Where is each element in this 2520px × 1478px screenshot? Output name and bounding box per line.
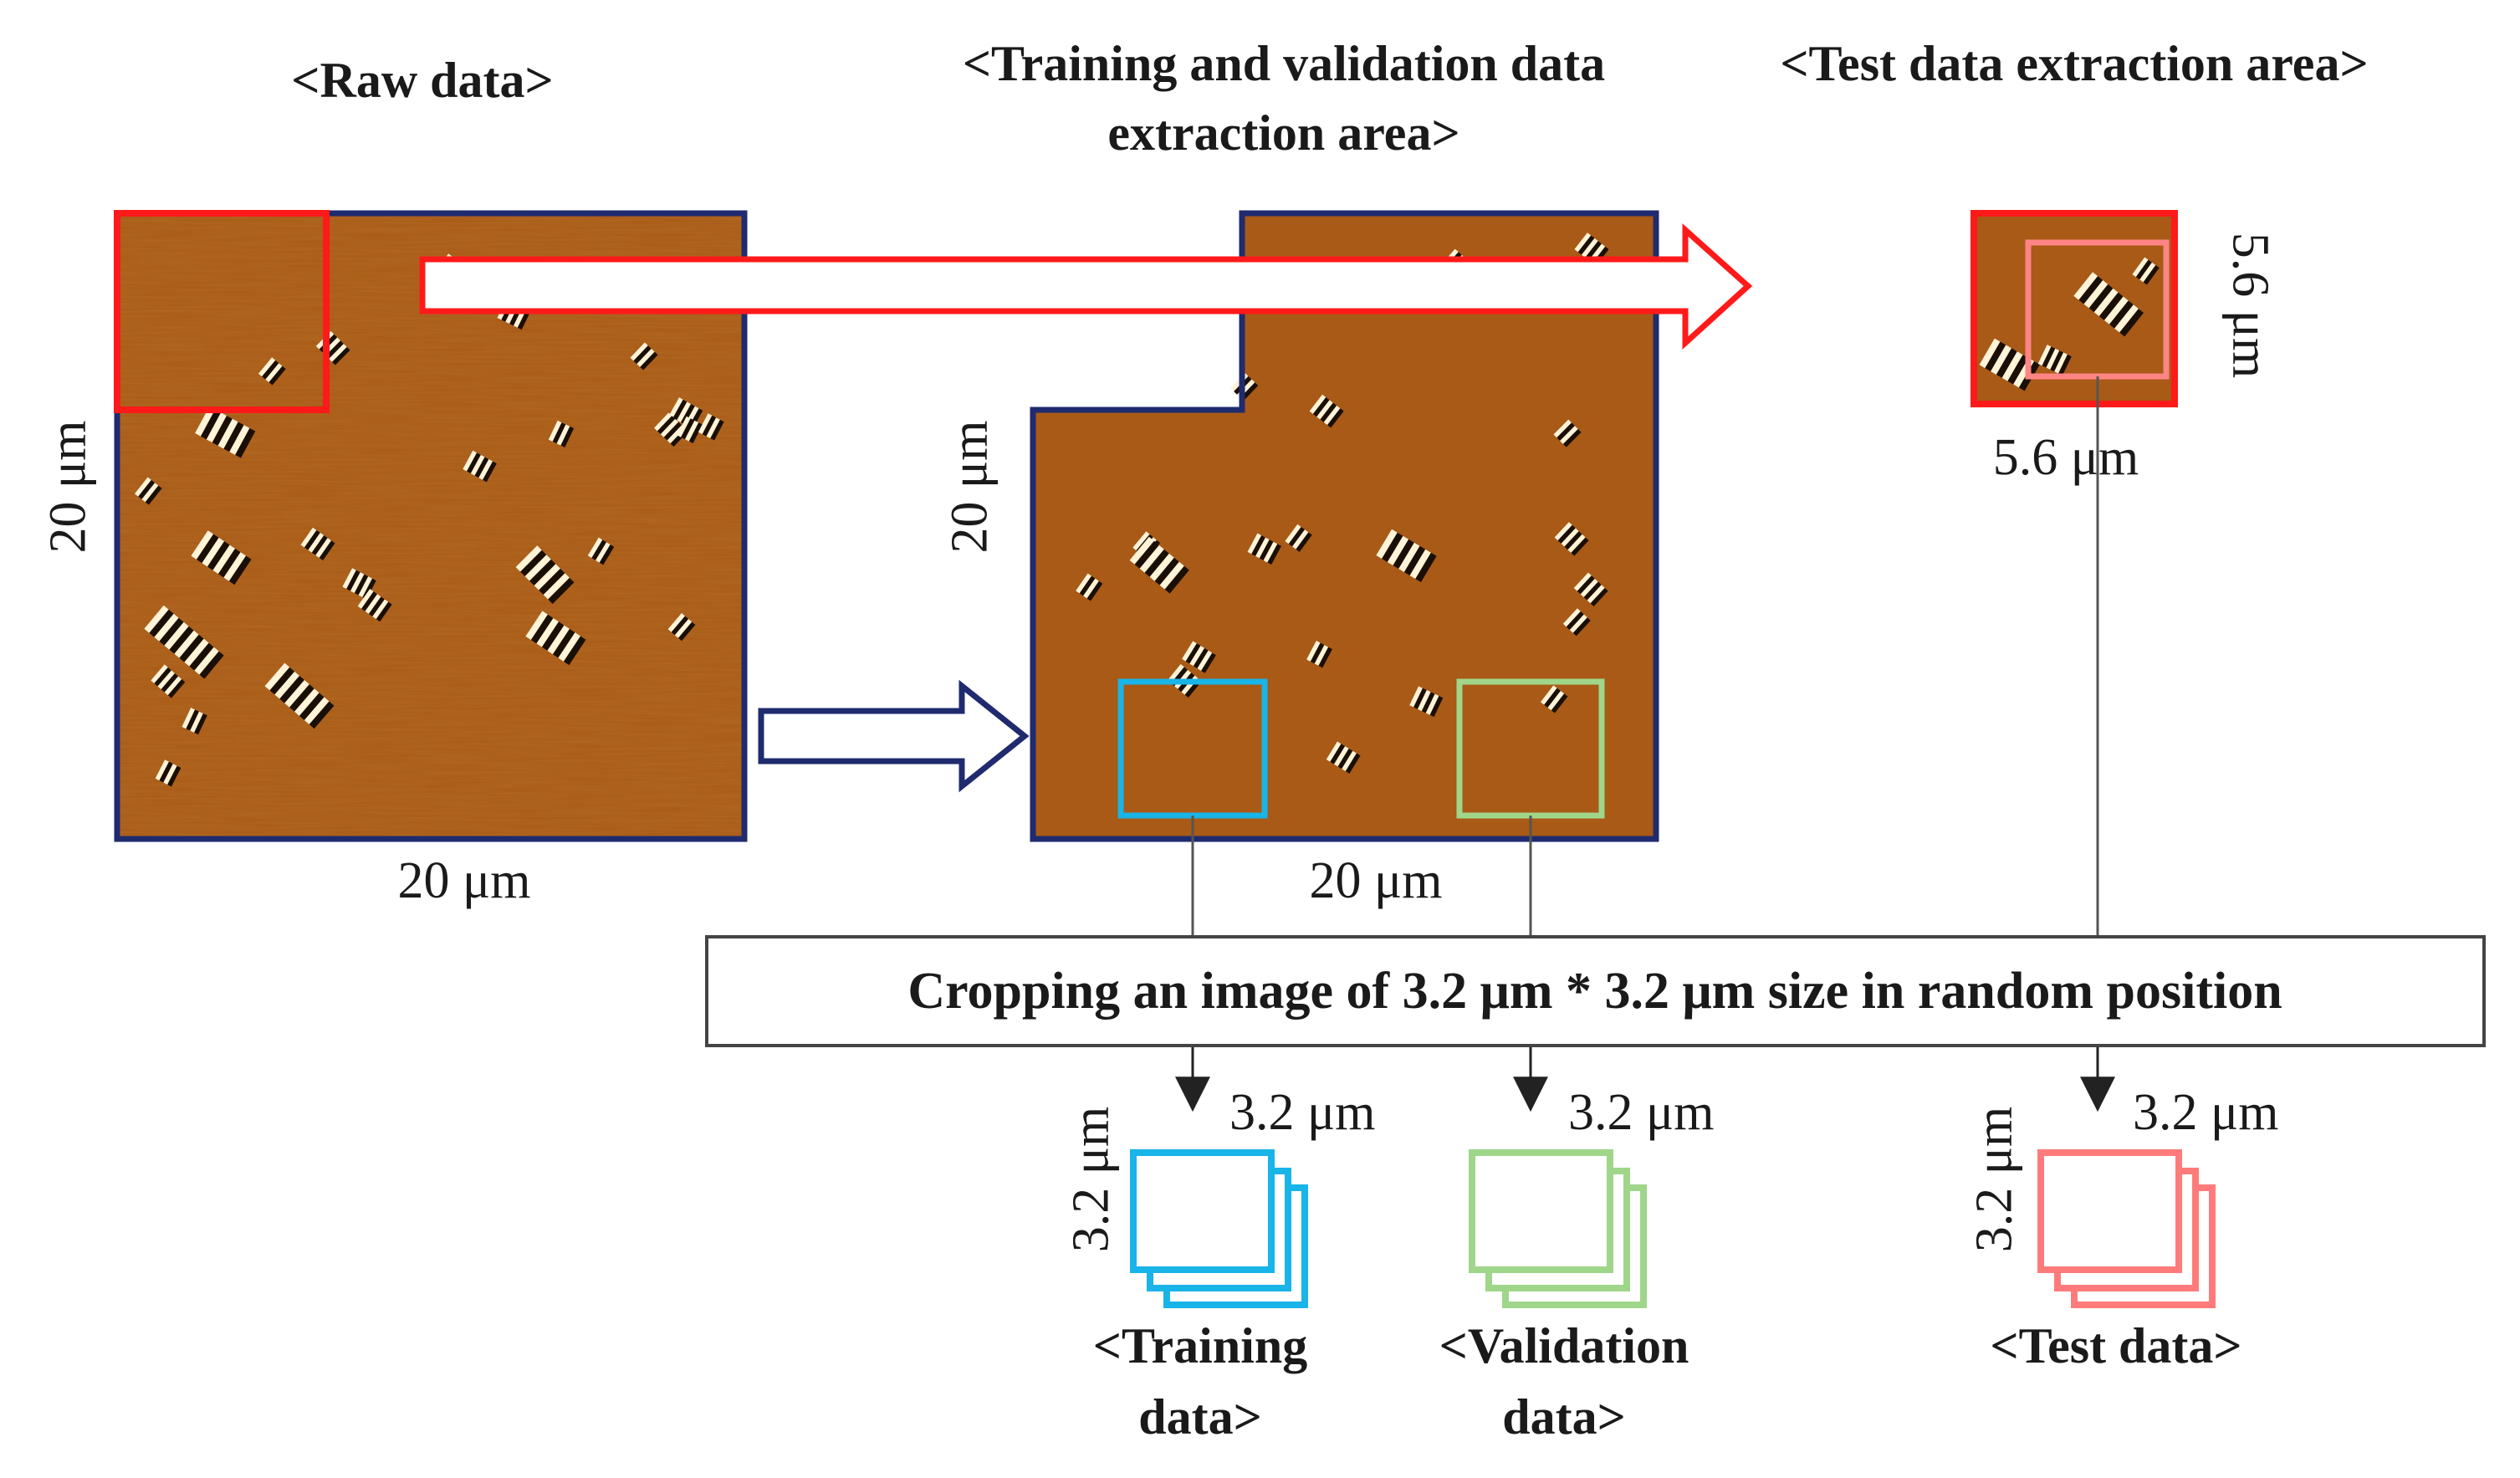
afm-defect xyxy=(654,412,688,447)
trainval-height-label: 20 μm xyxy=(941,420,999,554)
afm-defect xyxy=(1306,641,1332,668)
training-data-stack xyxy=(1130,1149,1308,1308)
afm-defect xyxy=(2037,345,2072,376)
validation-crop-width-label: 3.2 μm xyxy=(1568,1084,1715,1141)
afm-defect xyxy=(357,588,392,622)
afm-defect xyxy=(1409,686,1444,718)
afm-defect xyxy=(630,342,658,371)
afm-defect xyxy=(1129,536,1189,594)
connector-lines xyxy=(1175,376,2115,1112)
raw-to-trainval-arrow xyxy=(758,679,1030,793)
afm-defect xyxy=(181,708,207,735)
afm-defect xyxy=(1285,524,1312,552)
process-description: Cropping an image of 3.2 μm * 3.2 μm siz… xyxy=(907,963,2282,1020)
process-box xyxy=(705,935,2486,1047)
afm-defect xyxy=(698,413,724,441)
validation-data-label-line2: data> xyxy=(1502,1389,1626,1445)
training-crop-width-label: 3.2 μm xyxy=(1229,1084,1376,1141)
afm-defect xyxy=(1076,573,1103,601)
training-crop-height-label: 3.2 μm xyxy=(1062,1106,1120,1253)
afm-defect xyxy=(144,605,224,679)
test-height-label: 5.6 μm xyxy=(2221,232,2279,379)
training-data-label-line1: <Training xyxy=(1092,1318,1308,1373)
afm-defect xyxy=(342,568,376,600)
afm-defect xyxy=(1326,741,1361,774)
test-data-label: <Test data> xyxy=(1990,1318,2242,1373)
validation-data-stack xyxy=(1469,1149,1647,1308)
test-crop-width-label: 3.2 μm xyxy=(2133,1084,2279,1141)
afm-defect xyxy=(1562,608,1591,637)
afm-defect xyxy=(1309,394,1344,428)
afm-defect-pattern xyxy=(135,253,724,787)
afm-defect xyxy=(151,664,186,698)
afm-defect xyxy=(135,477,162,505)
afm-defect xyxy=(300,527,335,560)
raw-to-test-arrow xyxy=(419,223,1753,350)
afm-defect xyxy=(677,416,703,444)
afm-defect xyxy=(1540,685,1568,713)
afm-defect xyxy=(515,545,575,605)
afm-defect xyxy=(264,662,335,729)
test-width-label: 5.6 μm xyxy=(1992,429,2139,486)
afm-defect-pattern xyxy=(1979,257,2160,391)
afm-defect xyxy=(667,613,696,642)
validation-data-label-line1: <Validation xyxy=(1439,1318,1689,1373)
afm-defect xyxy=(1573,572,1608,607)
afm-defect xyxy=(195,406,256,458)
afm-defect xyxy=(463,450,497,483)
trainval-header-line1: <Training and validation data xyxy=(962,36,1606,91)
trainval-width-label: 20 μm xyxy=(1309,852,1443,909)
afm-defect xyxy=(2073,272,2144,337)
raw-width-label: 20 μm xyxy=(397,852,531,909)
afm-defect xyxy=(525,611,586,666)
afm-defect xyxy=(587,537,615,565)
test-area-image xyxy=(1971,210,2178,407)
raw-data-image xyxy=(114,210,748,842)
afm-defect xyxy=(155,759,181,787)
afm-defect xyxy=(258,357,286,386)
test-area-header: <Test data extraction area> xyxy=(1780,36,2369,91)
test-data-stack xyxy=(2037,1149,2216,1308)
afm-defect xyxy=(1553,419,1582,447)
trainval-header-line2: extraction area> xyxy=(1107,105,1460,161)
test-region-outline xyxy=(114,210,330,413)
afm-defect xyxy=(191,530,252,586)
afm-defect xyxy=(1247,533,1282,565)
afm-defect xyxy=(1182,641,1216,673)
raw-height-label: 20 μm xyxy=(39,420,97,554)
raw-data-header: <Raw data> xyxy=(291,53,554,108)
afm-defect xyxy=(1554,522,1589,556)
training-data-label-line2: data> xyxy=(1138,1389,1262,1445)
afm-defect xyxy=(548,420,575,447)
afm-defect xyxy=(2132,257,2160,285)
afm-defect xyxy=(1376,529,1437,582)
test-crop-height-label: 3.2 μm xyxy=(1965,1106,2023,1253)
